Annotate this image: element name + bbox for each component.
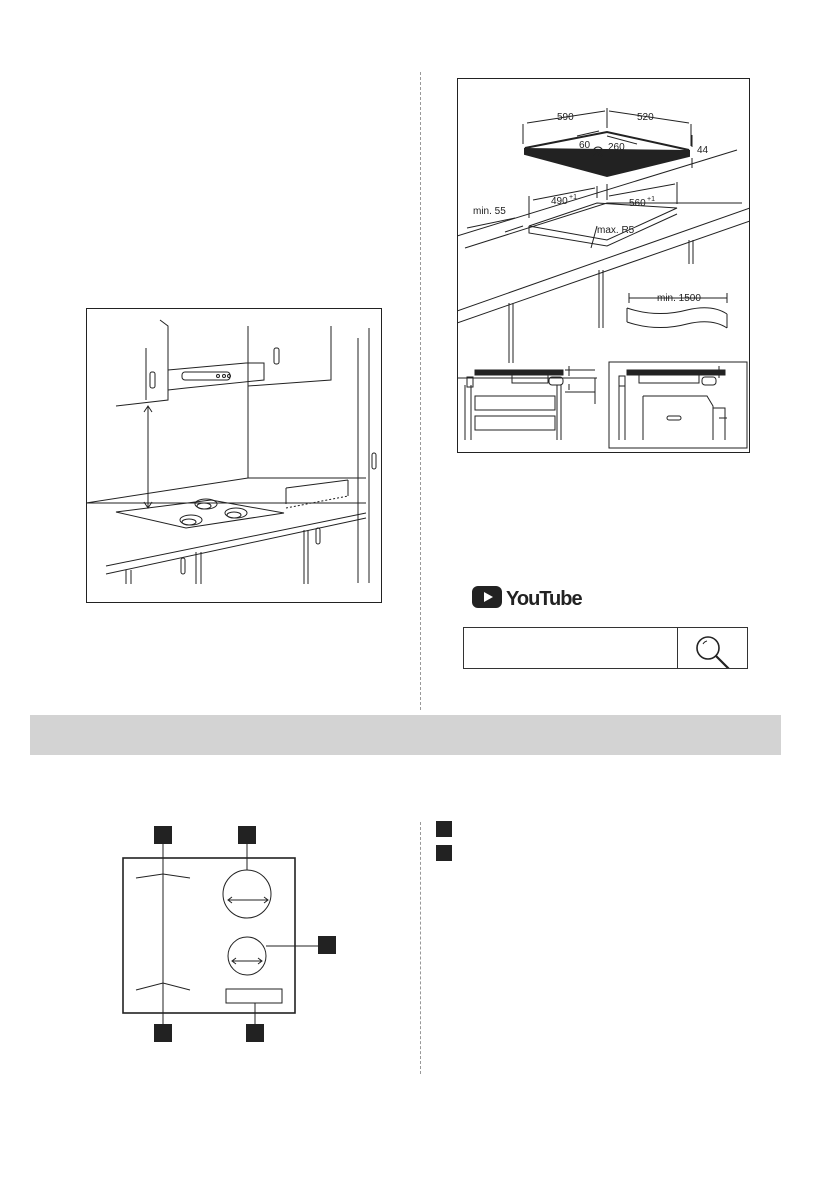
- section-header-band: [30, 715, 781, 755]
- legend-square-1: [436, 821, 452, 837]
- callout-square-5: [246, 1024, 264, 1042]
- youtube-logo: YouTube: [472, 584, 592, 610]
- dim-min-edge: min. 55: [473, 206, 506, 217]
- callout-square-3: [318, 936, 336, 954]
- kitchen-installation-illustration: [86, 308, 382, 603]
- dim-terminal-offset: 60: [579, 140, 591, 151]
- cutout-dimensions-diagram: 590 520 60 260 44 490 +1 560 +1 min. 55 …: [457, 78, 750, 453]
- callout-square-1: [154, 826, 172, 844]
- dim-cutout-width-tol: +1: [647, 196, 655, 203]
- dim-height: 44: [697, 145, 709, 156]
- search-input[interactable]: [464, 628, 678, 668]
- search-button[interactable]: [678, 628, 747, 677]
- callout-square-4: [154, 1024, 172, 1042]
- search-box: [463, 627, 748, 677]
- column-divider-top: [420, 72, 421, 710]
- column-divider-bottom: [420, 822, 421, 1074]
- dim-terminal-distance: 260: [608, 142, 625, 153]
- dim-cutout-depth-tol: +1: [569, 194, 577, 201]
- dim-width: 590: [557, 112, 574, 123]
- dim-cutout-width: 560: [629, 198, 646, 209]
- hob-layout-diagram: [122, 826, 336, 1042]
- dim-corner-radius: max. R5: [597, 225, 635, 236]
- callout-square-2: [238, 826, 256, 844]
- dim-cable-length: min. 1500: [657, 293, 701, 304]
- dim-depth: 520: [637, 112, 654, 123]
- youtube-wordmark: YouTube: [506, 588, 582, 610]
- dim-cutout-depth: 490: [551, 196, 568, 207]
- magnifier-icon: [696, 636, 737, 677]
- legend-square-2: [436, 845, 452, 861]
